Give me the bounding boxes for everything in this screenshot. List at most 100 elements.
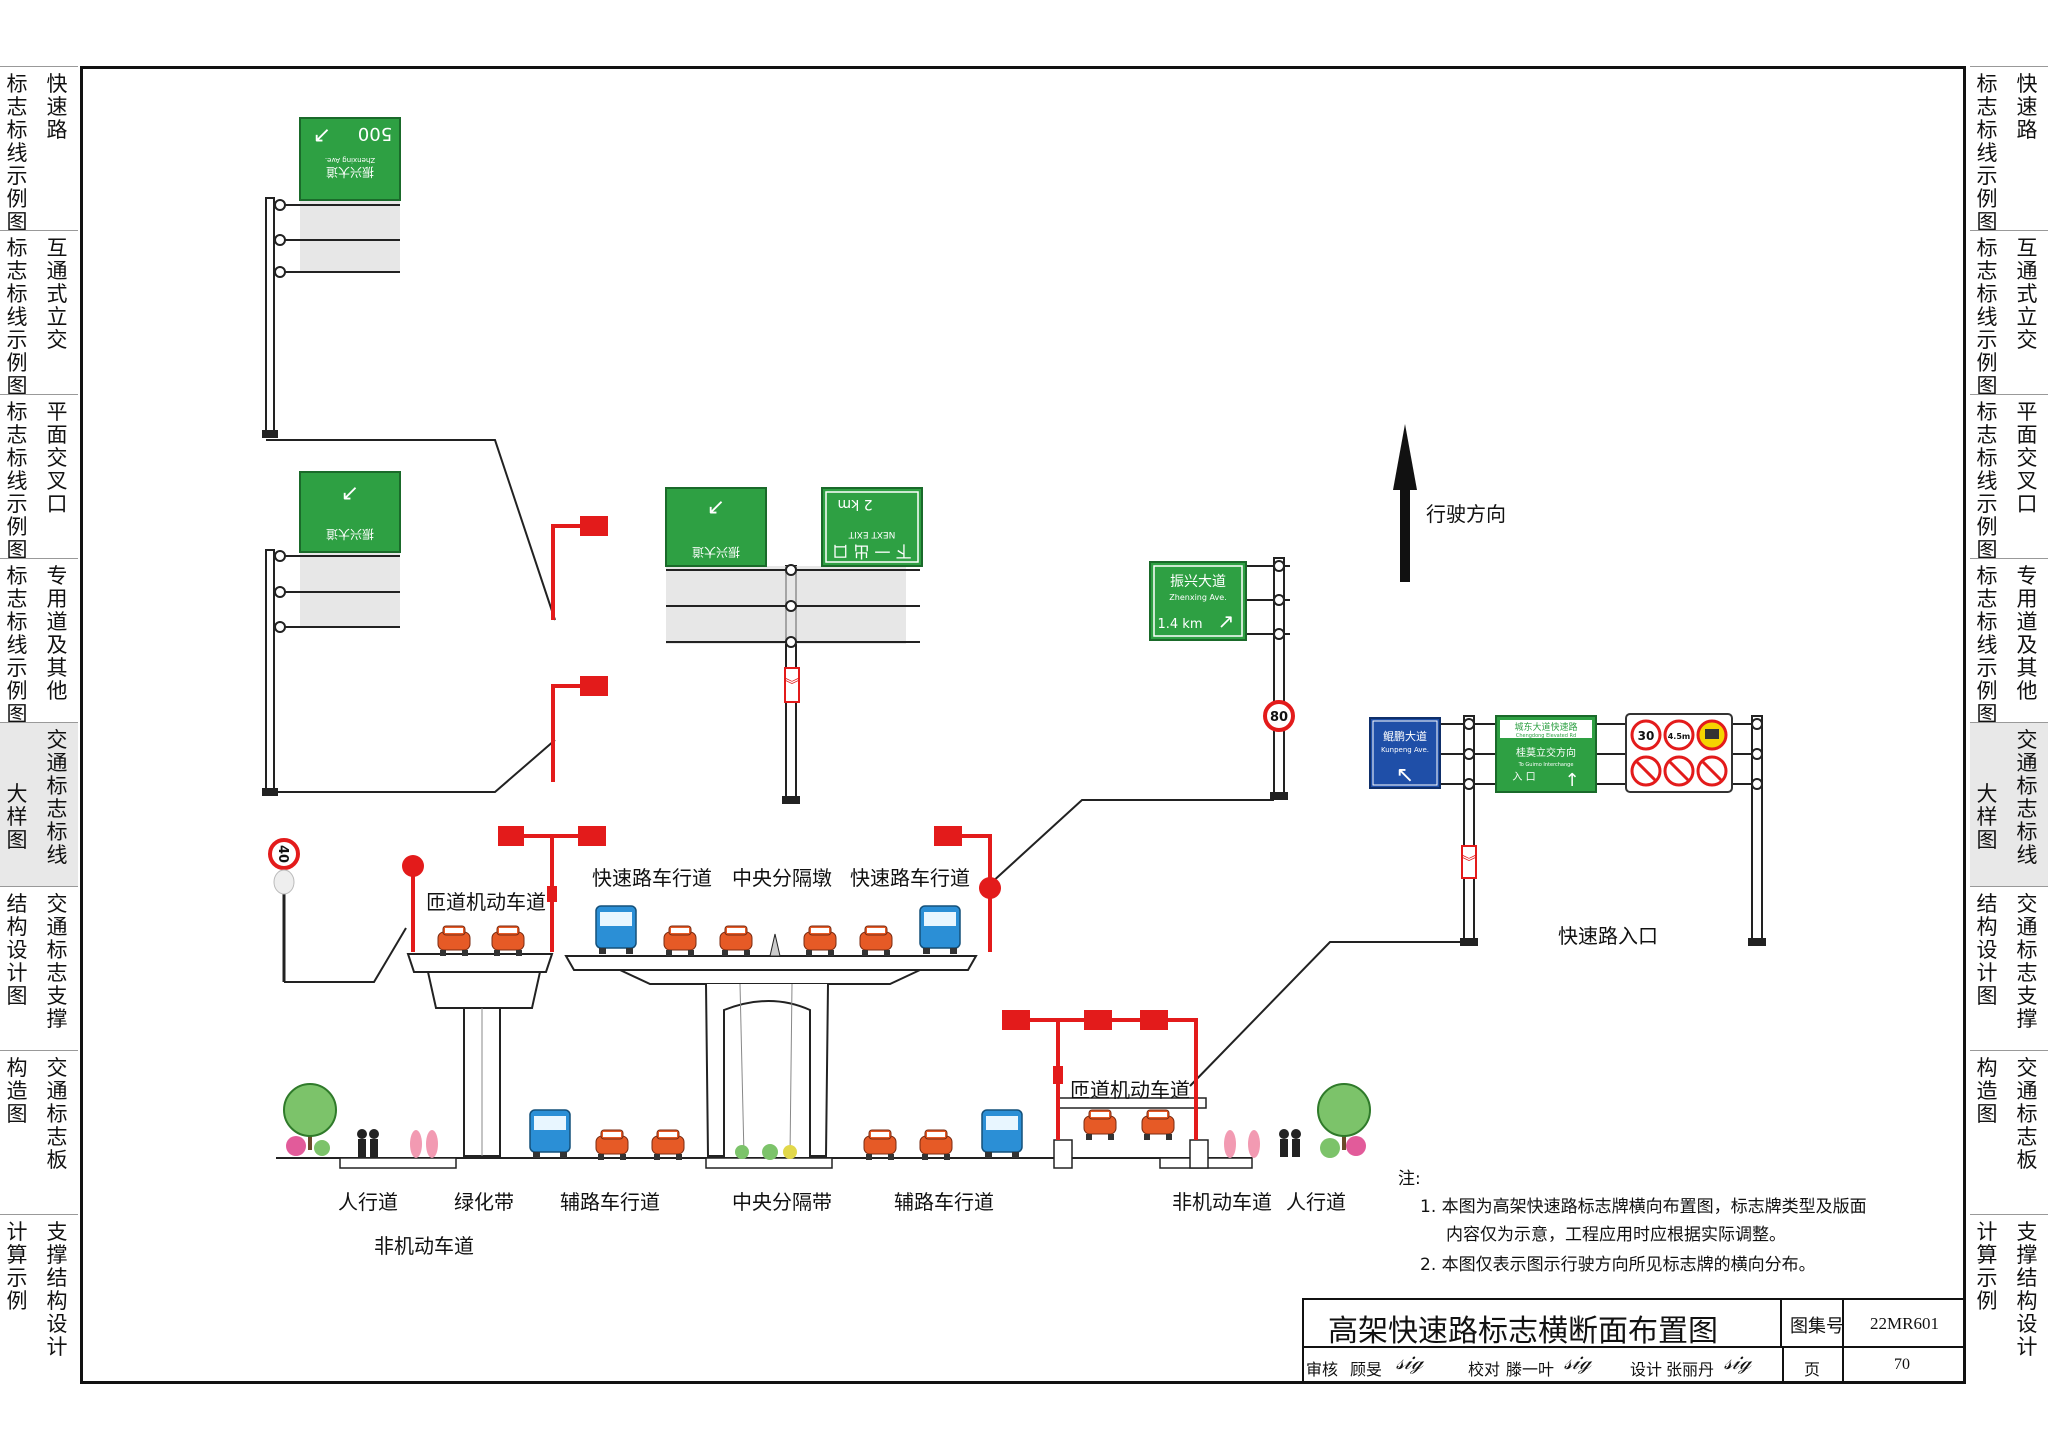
red-marker-1 bbox=[551, 516, 608, 620]
designer-name: 张丽丹 bbox=[1666, 1360, 1715, 1379]
tab-text-col2: 交通标志标线 bbox=[2016, 728, 2038, 867]
tab-text-col2: 交通标志支撑 bbox=[2016, 892, 2038, 1031]
sign5-limit2: 4.5m bbox=[1668, 732, 1691, 741]
note-1a: 1. 本图为高架快速路标志牌横向布置图，标志牌类型及版面 bbox=[1420, 1197, 1867, 1217]
sign2-road: 振兴大道 bbox=[326, 527, 374, 541]
reviewer-name: 顾旻 bbox=[1350, 1360, 1383, 1379]
label-direction: 行驶方向 bbox=[1426, 502, 1506, 526]
left-tab-6[interactable]: 构造图交通标志板 bbox=[0, 1050, 78, 1214]
label-express-lane-left: 快速路车行道 bbox=[592, 866, 712, 890]
tab-text-col1: 结构设计图 bbox=[6, 892, 28, 1008]
sign-structure-1: 500 ↙ 振兴大道 Zhenxing Ave. bbox=[262, 117, 401, 438]
left-tab-4[interactable]: 大样图交通标志标线 bbox=[0, 722, 78, 886]
tab-text-col1: 标志标线示例图 bbox=[1976, 400, 1998, 562]
tree-right bbox=[1317, 1083, 1371, 1158]
tab-text-col2: 专用道及其他 bbox=[2016, 564, 2038, 703]
label-sidewalk-right: 人行道 bbox=[1286, 1190, 1346, 1214]
tab-text-col1: 标志标线示例图 bbox=[1976, 236, 1998, 398]
tab-text-col1: 标志标线示例图 bbox=[6, 400, 28, 562]
tab-text-col2: 交通标志支撑 bbox=[46, 892, 68, 1031]
tab-text-col2: 快速路 bbox=[46, 72, 68, 142]
direction-arrow bbox=[1393, 424, 1417, 582]
tab-text-col1: 标志标线示例图 bbox=[1976, 564, 1998, 726]
right-tab-0[interactable]: 标志标线示例图快速路 bbox=[1970, 66, 2048, 234]
designer-signature: 𝓈𝒾ℊ bbox=[1724, 1350, 1752, 1375]
tab-text-col2: 交通标志标线 bbox=[46, 728, 68, 867]
checker-signature: 𝓈𝒾ℊ bbox=[1564, 1350, 1592, 1375]
tab-text-col1: 标志标线示例图 bbox=[6, 236, 28, 398]
low-ramp-red-gantry bbox=[1002, 1010, 1198, 1140]
tab-text-col1: 标志标线示例图 bbox=[6, 72, 28, 234]
right-tab-2[interactable]: 标志标线示例图平面交叉口 bbox=[1970, 394, 2048, 562]
label-sidewalk-left: 人行道 bbox=[338, 1190, 398, 1214]
svg-text:↑: ↑ bbox=[1564, 770, 1579, 791]
ground-level bbox=[276, 1083, 1371, 1169]
label-nonmotor-left: 非机动车道 bbox=[374, 1234, 474, 1258]
tab-text-col1: 构造图 bbox=[6, 1056, 28, 1126]
svg-text:↗: ↗ bbox=[1218, 609, 1235, 633]
right-tab-3[interactable]: 标志标线示例图专用道及其他 bbox=[1970, 558, 2048, 726]
left-tab-1[interactable]: 标志标线示例图互通式立交 bbox=[0, 230, 78, 398]
design-label: 设计 bbox=[1630, 1360, 1663, 1379]
tab-text-col1: 计算示例 bbox=[6, 1220, 28, 1313]
atlas-number: 22MR601 bbox=[1870, 1314, 1939, 1333]
right-tab-4[interactable]: 大样图交通标志标线 bbox=[1970, 722, 2048, 886]
label-central-divider: 中央分隔带 bbox=[732, 1190, 832, 1214]
left-tab-2[interactable]: 标志标线示例图平面交叉口 bbox=[0, 394, 78, 562]
tab-text-col1: 计算示例 bbox=[1976, 1220, 1998, 1313]
left-tab-3[interactable]: 标志标线示例图专用道及其他 bbox=[0, 558, 78, 726]
right-tab-1[interactable]: 标志标线示例图互通式立交 bbox=[1970, 230, 2048, 398]
left-tab-7[interactable]: 计算示例支撑结构设计 bbox=[0, 1214, 78, 1382]
speed-40: 40 bbox=[275, 845, 290, 863]
right-tab-7[interactable]: 计算示例支撑结构设计 bbox=[1970, 1214, 2048, 1382]
main-elevated-deck bbox=[564, 826, 1001, 1157]
tab-text-col2: 专用道及其他 bbox=[46, 564, 68, 703]
tab-text-col1: 结构设计图 bbox=[1976, 892, 1998, 1008]
label-express-lane-right: 快速路车行道 bbox=[850, 866, 970, 890]
speed-80: 80 bbox=[1270, 710, 1288, 725]
left-tab-0[interactable]: 标志标线示例图快速路 bbox=[0, 66, 78, 234]
notes-heading: 注: bbox=[1398, 1169, 1421, 1189]
tab-text-col1: 大样图 bbox=[6, 782, 28, 852]
right-tab-6[interactable]: 构造图交通标志板 bbox=[1970, 1050, 2048, 1214]
label-aux-lane-right: 辅路车行道 bbox=[894, 1190, 994, 1214]
note-2: 2. 本图仅表示图示行驶方向所见标志牌的横向分布。 bbox=[1420, 1255, 1816, 1275]
tree-left bbox=[283, 1083, 337, 1156]
tab-text-col1: 标志标线示例图 bbox=[6, 564, 28, 726]
sign4-road: 振兴大道 bbox=[1170, 574, 1226, 590]
sign4-dist: 1.4 km bbox=[1158, 617, 1203, 632]
left-side-tabs: 标志标线示例图快速路标志标线示例图互通式立交标志标线示例图平面交叉口标志标线示例… bbox=[0, 66, 78, 1382]
sign3-right-dist: 2 km bbox=[837, 496, 872, 512]
svg-text:↖: ↖ bbox=[1396, 763, 1414, 788]
right-tab-5[interactable]: 结构设计图交通标志支撑 bbox=[1970, 886, 2048, 1050]
label-expressway-entrance: 快速路入口 bbox=[1558, 924, 1658, 948]
tab-text-col1: 构造图 bbox=[1976, 1056, 1998, 1126]
sign-structure-3: ︾ ↙ 振兴大道 下 一 出 口 NEXT EXIT 2 km bbox=[665, 487, 923, 804]
svg-text:︾: ︾ bbox=[785, 678, 799, 694]
tab-text-col1: 大样图 bbox=[1976, 782, 1998, 852]
tab-text-col2: 快速路 bbox=[2016, 72, 2038, 142]
tab-text-col2: 互通式立交 bbox=[2016, 236, 2038, 352]
red-marker-2 bbox=[551, 676, 608, 782]
page-label: 页 bbox=[1804, 1360, 1821, 1379]
sign-structure-2: ↙ 振兴大道 bbox=[262, 471, 401, 796]
speed-40-post: 40 bbox=[268, 838, 407, 983]
reviewer-signature: 𝓈𝒾ℊ bbox=[1396, 1350, 1424, 1375]
checker-name: 滕一叶 bbox=[1506, 1360, 1555, 1379]
drawing-title: 高架快速路标志横断面布置图 bbox=[1328, 1314, 1718, 1349]
sign-structure-5: ︾ 鲲鹏大道 Kunpeng Ave. ↖ 城东大道快速路 Chengdong … bbox=[1369, 713, 1766, 946]
tab-text-col2: 支撑结构设计 bbox=[2016, 1220, 2038, 1359]
left-tab-5[interactable]: 结构设计图交通标志支撑 bbox=[0, 886, 78, 1050]
svg-text:︾: ︾ bbox=[1462, 855, 1476, 871]
tab-text-col2: 交通标志板 bbox=[2016, 1056, 2038, 1172]
tab-text-col2: 支撑结构设计 bbox=[46, 1220, 68, 1359]
sign4-roman: Zhenxing Ave. bbox=[1169, 593, 1226, 602]
label-central-pier: 中央分隔墩 bbox=[732, 866, 832, 890]
svg-text:↙: ↙ bbox=[341, 481, 359, 506]
sign-structure-4: 振兴大道 Zhenxing Ave. 1.4 km ↗ 80 bbox=[1149, 557, 1295, 800]
sign5-green-mid-en: To Guimo Interchange bbox=[1518, 762, 1574, 768]
pedestrians-left bbox=[357, 1129, 438, 1158]
tab-text-col2: 互通式立交 bbox=[46, 236, 68, 352]
atlas-label: 图集号 bbox=[1790, 1316, 1844, 1337]
